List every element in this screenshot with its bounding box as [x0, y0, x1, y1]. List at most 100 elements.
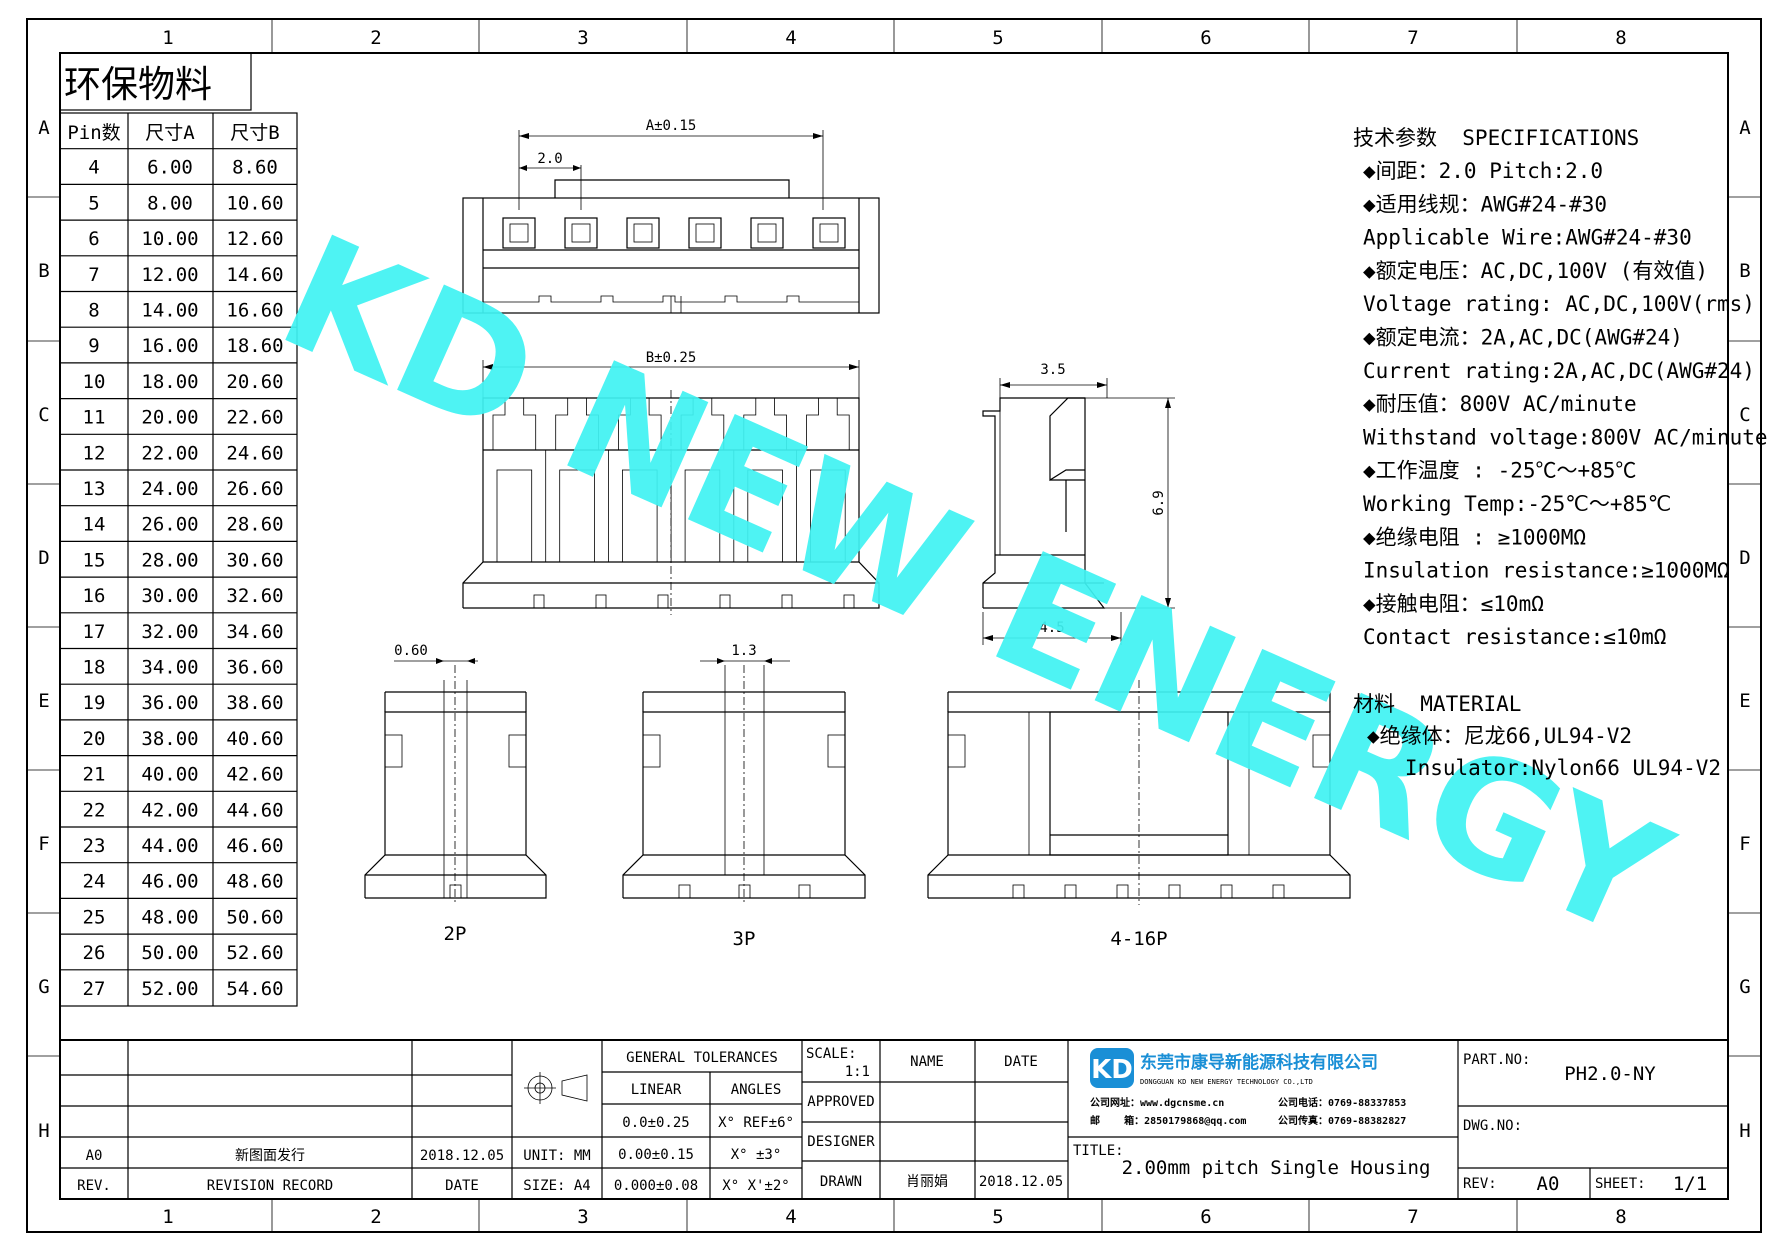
watermark: KD NEW ENERGY — [257, 201, 1693, 975]
col-label-top: 3 — [577, 27, 588, 49]
column-labels: 1 2 3 4 5 6 7 8 1 2 3 4 5 6 7 8 — [162, 27, 1626, 1228]
table-cell: 14 — [83, 514, 106, 536]
tolerance-linear-2: 0.00±0.15 — [618, 1147, 694, 1163]
table-cell: 20 — [83, 728, 106, 750]
view-label-2p: 2P — [444, 923, 467, 945]
col-label-bottom: 7 — [1407, 1206, 1418, 1228]
revision-record-value: 新图面发行 — [235, 1148, 305, 1164]
dim-pitch: 2.0 — [537, 151, 562, 167]
spec-line: ◆额定电流：2A,AC,DC(AWG#24) — [1363, 326, 1683, 350]
row-labels: A B C D E F G H A B C D E F G H — [38, 117, 1751, 1142]
table-cell: 22 — [83, 799, 106, 821]
unit-label: UNIT: MM — [523, 1148, 590, 1164]
table-cell: 46.60 — [226, 835, 283, 857]
company-fax: 公司传真：0769-88382827 — [1278, 1114, 1406, 1127]
table-cell: 24.60 — [226, 442, 283, 464]
side-view: 3.5 6.9 4.5 — [982, 362, 1175, 645]
table-cell: 17 — [83, 621, 106, 643]
row-label-right: G — [1739, 976, 1750, 998]
scale-value: 1:1 — [845, 1064, 870, 1080]
table-cell: 38.60 — [226, 692, 283, 714]
spec-line: ◆间距：2.0 Pitch:2.0 — [1363, 159, 1603, 183]
angles-label: ANGLES — [731, 1082, 782, 1098]
table-cell: 32.00 — [141, 621, 198, 643]
table-cell: 34.60 — [226, 621, 283, 643]
row-label-right: C — [1739, 404, 1750, 426]
table-cell: 16 — [83, 585, 106, 607]
table-cell: 5 — [88, 192, 99, 214]
table-cell: 8.60 — [232, 157, 278, 179]
company-website: 公司网址：www.dgcnsme.cn — [1090, 1096, 1224, 1109]
title-block: A0 新图面发行 2018.12.05 REV. REVISION RECORD… — [60, 1039, 1728, 1199]
table-cell: 7 — [88, 264, 99, 286]
spec-line: ◆工作温度 : -25℃～+85℃ — [1363, 459, 1636, 483]
table-cell: 52.00 — [141, 978, 198, 1000]
table-cell: 12.60 — [226, 228, 283, 250]
table-cell: 26 — [83, 942, 106, 964]
projection-symbol-icon — [524, 1072, 588, 1104]
company-name-cn: 东莞市康导新能源科技有限公司 — [1140, 1052, 1378, 1073]
tolerance-angle-1: X° REF±6° — [718, 1115, 794, 1131]
revision-date-label: DATE — [445, 1178, 479, 1194]
spec-line: ◆额定电压：AC,DC,100V (有效值) — [1363, 259, 1708, 283]
drawing-frame — [26, 18, 1762, 1233]
spec-line: Applicable Wire:AWG#24-#30 — [1363, 226, 1692, 250]
table-cell: 34.00 — [141, 657, 198, 679]
table-header: Pin数 — [67, 122, 120, 144]
table-cell: 14.00 — [141, 300, 198, 322]
company-name-en: DONGGUAN KD NEW ENERGY TECHNOLOGY CO.,LT… — [1140, 1078, 1313, 1086]
table-cell: 10.00 — [141, 228, 198, 250]
row-label-left: B — [38, 260, 49, 282]
table-cell: 16.60 — [226, 300, 283, 322]
table-cell: 36.60 — [226, 657, 283, 679]
col-label-bottom: 8 — [1615, 1206, 1626, 1228]
col-label-top: 8 — [1615, 27, 1626, 49]
spec-line: ◆适用线规：AWG#24-#30 — [1363, 192, 1607, 216]
table-cell: 32.60 — [226, 585, 283, 607]
dwg-no-label: DWG.NO: — [1463, 1118, 1522, 1134]
approved-label: APPROVED — [807, 1094, 874, 1110]
svg-text:KD: KD — [1091, 1055, 1133, 1085]
front-view: B±0.25 — [462, 350, 880, 615]
revision-record-label: REVISION RECORD — [207, 1178, 333, 1194]
top-view: A±0.15 2.0 — [462, 118, 880, 314]
company-phone: 公司电话：0769-88337853 — [1278, 1096, 1406, 1109]
tolerance-angle-3: X° X'±2° — [722, 1178, 789, 1194]
row-label-right: F — [1739, 833, 1750, 855]
table-cell: 27 — [83, 978, 106, 1000]
row-label-right: H — [1739, 1120, 1750, 1142]
tolerance-linear-1: 0.0±0.25 — [622, 1115, 689, 1131]
view-label-4-16p: 4-16P — [1110, 928, 1167, 950]
table-cell: 8 — [88, 300, 99, 322]
title-label: TITLE: — [1073, 1143, 1124, 1159]
col-label-bottom: 5 — [992, 1206, 1003, 1228]
col-label-top: 6 — [1200, 27, 1211, 49]
col-label-top: 2 — [370, 27, 381, 49]
table-cell: 22.60 — [226, 407, 283, 429]
table-cell: 22.00 — [141, 442, 198, 464]
drawing-title: 2.00mm pitch Single Housing — [1122, 1157, 1431, 1179]
table-cell: 40.60 — [226, 728, 283, 750]
table-cell: 26.60 — [226, 478, 283, 500]
dim-side-width: 3.5 — [1040, 362, 1065, 378]
table-cell: 24.00 — [141, 478, 198, 500]
spec-line: ◆接触电阻：≤10mΩ — [1363, 592, 1544, 616]
dim-side-base: 4.5 — [1039, 620, 1064, 636]
col-label-top: 7 — [1407, 27, 1418, 49]
table-cell: 15 — [83, 549, 106, 571]
spec-line: ◆绝缘电阻 : ≥1000MΩ — [1363, 525, 1586, 549]
table-cell: 24 — [83, 871, 106, 893]
rev-value: A0 — [86, 1148, 103, 1164]
row-label-left: C — [38, 404, 49, 426]
company-email: 邮 箱：2850179868@qq.com — [1090, 1114, 1246, 1127]
table-cell: 36.00 — [141, 692, 198, 714]
general-tolerances: GENERAL TOLERANCES — [626, 1050, 778, 1066]
row-label-right: D — [1739, 547, 1750, 569]
designer-label: DESIGNER — [807, 1134, 875, 1150]
scale-label: SCALE: — [806, 1046, 857, 1062]
table-cell: 26.00 — [141, 514, 198, 536]
table-cell: 46.00 — [141, 871, 198, 893]
svg-text:环保物料: 环保物料 — [64, 63, 212, 106]
table-cell: 40.00 — [141, 764, 198, 786]
tolerance-linear-3: 0.000±0.08 — [614, 1178, 698, 1194]
